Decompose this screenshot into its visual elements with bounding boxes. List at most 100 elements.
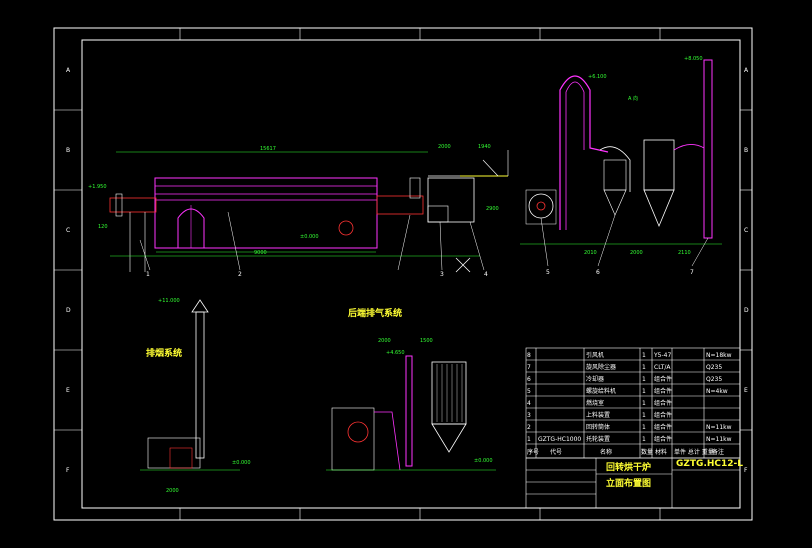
zone-letter: E <box>744 387 748 394</box>
dim-overall: 15617 <box>260 146 276 152</box>
parts-table-cell: 1 <box>642 352 646 359</box>
parts-table-cell: Y5-47 <box>653 352 671 359</box>
dust-system-label: 排烟系统 <box>146 347 182 359</box>
title-drawing-no: GZTG.HC12-L <box>676 459 743 469</box>
zone-letter: B <box>744 147 748 154</box>
dim-right-b: 2000 <box>630 250 643 256</box>
parts-table-cell: 上料装置 <box>586 411 610 419</box>
callout-2: 2 <box>238 271 242 278</box>
zone-letters-right: A B C D E F <box>744 67 749 474</box>
parts-table-cell: 组合件 <box>654 387 672 395</box>
inner-frame <box>81 39 741 509</box>
zone-letter: D <box>66 307 71 314</box>
parts-table-cell: 燃烧室 <box>586 399 604 407</box>
elev-exhaust: +4.650 <box>386 350 405 356</box>
parts-table-cell: 5 <box>527 388 531 395</box>
parts-table-cell: GZTG-HC1000 <box>538 436 581 443</box>
parts-table <box>525 347 741 459</box>
parts-table-header: 序号 代号 名称 数量 材料 单件 总计 重量 备注 <box>527 448 724 456</box>
col-header: 单件 总计 重量 <box>674 448 714 456</box>
parts-table-cell: 4 <box>527 400 531 407</box>
exhaust-system-label: 后端排气系统 <box>348 307 402 319</box>
dim-top-span: 2000 <box>438 144 451 150</box>
exhaust-system: 后端排气系统 2000 1500 +4.650 ±0.000 <box>326 307 496 471</box>
col-header: 材料 <box>655 448 667 456</box>
callout-1: 1 <box>146 271 150 278</box>
title-drawing-name: 立面布置图 <box>606 477 651 489</box>
zone-ticks <box>54 28 752 520</box>
zone-letter: F <box>744 467 748 474</box>
parts-table-cell: N=18kw <box>706 352 732 359</box>
elev-exhaust-zero: ±0.000 <box>474 458 493 464</box>
parts-table-cell: Q235 <box>706 364 722 371</box>
parts-table-cell: 旋风除尘器 <box>586 363 616 371</box>
parts-table-cell: 7 <box>527 364 531 371</box>
elev-stack-zero: ±0.000 <box>232 460 251 466</box>
parts-table-cell: 螺旋给料机 <box>586 387 616 395</box>
parts-table-cell: 组合件 <box>654 399 672 407</box>
zone-letter: C <box>744 227 748 234</box>
zone-letter: E <box>66 387 70 394</box>
col-header: 名称 <box>600 448 612 456</box>
dim-stack-bottom: 2000 <box>166 488 179 494</box>
title-block <box>525 457 741 509</box>
parts-table-cell: 3 <box>527 412 531 419</box>
burner-circle <box>338 220 354 236</box>
col-header: 数量 <box>641 448 653 456</box>
zone-letter: A <box>744 67 749 74</box>
callout-3: 3 <box>440 271 444 278</box>
dim-right-c: 2110 <box>678 250 691 256</box>
col-header: 序号 <box>527 448 539 456</box>
callout-4: 4 <box>484 271 488 278</box>
zone-letters-left: A B C D E F <box>66 67 71 474</box>
parts-table-cell: 1 <box>642 400 646 407</box>
stack-system: 排烟系统 +11.000 2000 ±0.000 <box>140 298 251 494</box>
parts-table-cell: 托轮装置 <box>586 435 610 443</box>
dim-furnace: 9000 <box>254 250 267 256</box>
parts-table-cell: 冷却器 <box>586 375 604 383</box>
rotary-drum <box>154 177 378 249</box>
parts-table-cell: 回转筒体 <box>586 423 610 431</box>
parts-table-cell: 6 <box>527 376 531 383</box>
dim-left: 120 <box>98 224 108 230</box>
a-view-title: A 向 <box>628 95 638 102</box>
parts-table-cell: 1 <box>642 376 646 383</box>
parts-table-cell: 1 <box>642 412 646 419</box>
a-view: A 向 +8.050 +6.100 2010 2000 2110 5 6 7 <box>520 56 722 276</box>
parts-table-cell: 1 <box>642 364 646 371</box>
col-header: 备注 <box>712 448 724 456</box>
exhaust-fan <box>347 421 369 443</box>
parts-table-cell: Q235 <box>706 376 722 383</box>
title-company: 回转烘干炉 <box>606 461 651 473</box>
dim-height-side: 2900 <box>486 206 499 212</box>
parts-table-cell: 组合件 <box>654 423 672 431</box>
parts-table-cell: 8 <box>527 352 531 359</box>
callout-7: 7 <box>690 269 694 276</box>
zone-letter: A <box>66 67 71 74</box>
parts-table-cell: 引风机 <box>586 351 604 359</box>
outer-frame <box>53 27 753 521</box>
parts-table-cell: 1 <box>527 436 531 443</box>
elev-zero: ±0.000 <box>300 234 319 240</box>
dim-exhaust-b: 1500 <box>420 338 433 344</box>
parts-table-cell: 组合件 <box>654 411 672 419</box>
zone-letter: C <box>66 227 70 234</box>
zone-letter: F <box>66 467 70 474</box>
dim-exhaust-a: 2000 <box>378 338 391 344</box>
zone-letter: B <box>66 147 70 154</box>
elev-left: +1.950 <box>88 184 107 190</box>
elev-top-mid: +6.100 <box>588 74 607 80</box>
elev-stack: +11.000 <box>158 298 180 304</box>
parts-table-cell: N=4kw <box>706 388 728 395</box>
main-elevation: 15617 9000 2000 1940 +1.950 ±0.000 120 <box>88 144 509 278</box>
parts-table-cell: 1 <box>642 436 646 443</box>
fan-circle <box>528 193 554 219</box>
parts-table-cell: 1 <box>642 388 646 395</box>
parts-table-cell: 组合件 <box>654 375 672 383</box>
parts-table-cell: 组合件 <box>654 435 672 443</box>
parts-table-cell: N=11kw <box>706 424 732 431</box>
callout-5: 5 <box>546 269 550 276</box>
parts-table-cell: 1 <box>642 424 646 431</box>
